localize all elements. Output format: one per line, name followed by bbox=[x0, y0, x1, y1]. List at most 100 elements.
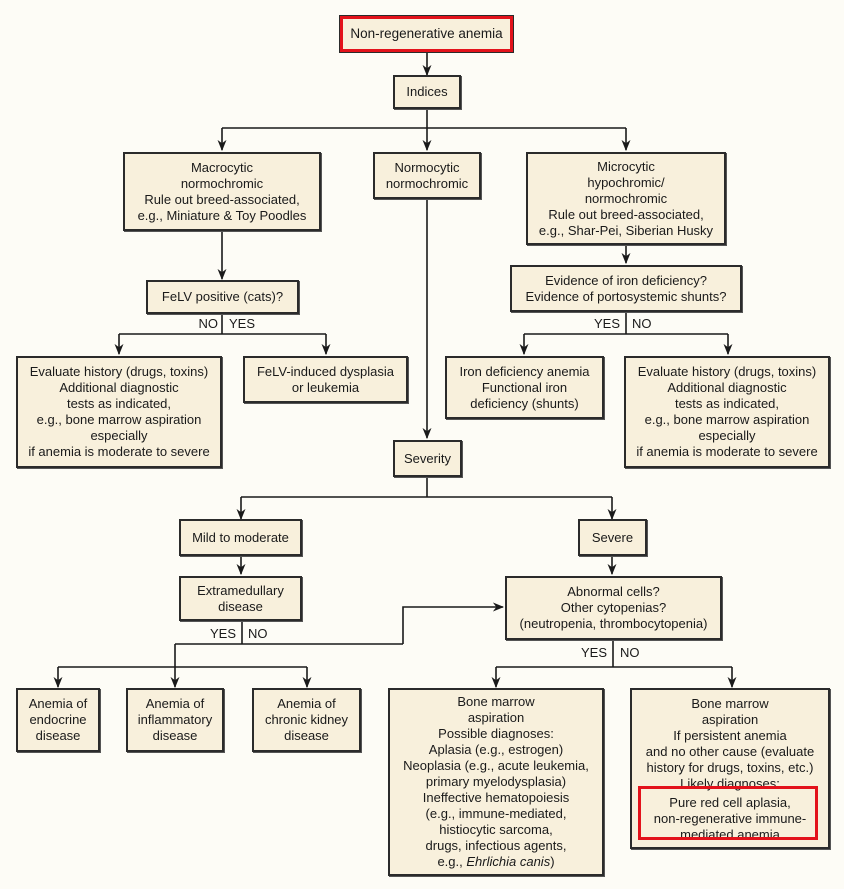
node-text: chronic kidney bbox=[264, 712, 349, 727]
node-text: Aplasia (e.g., estrogen) bbox=[428, 742, 564, 757]
node-evaluate-left: Evaluate history (drugs, toxins) Additio… bbox=[16, 356, 222, 468]
node-text: Severe bbox=[591, 529, 634, 545]
node-macrocytic: Macrocytic normochromic Rule out breed-a… bbox=[123, 152, 321, 231]
node-text: Extramedullary bbox=[197, 582, 284, 598]
node-text: Bone marrow bbox=[457, 694, 535, 709]
label-abnormal-yes: YES bbox=[580, 645, 607, 660]
node-text: Additional diagnostic bbox=[59, 380, 179, 395]
node-extramedullary: Extramedullary disease bbox=[179, 576, 302, 621]
node-text: Iron deficiency anemia bbox=[459, 363, 590, 379]
node-text: Anemia of bbox=[145, 696, 205, 711]
node-text: Rule out breed-associated, bbox=[144, 191, 300, 207]
node-text: disease bbox=[284, 728, 329, 743]
node-text: Other cytopenias? bbox=[560, 600, 667, 615]
species-name: Ehrlichia canis bbox=[466, 854, 551, 869]
node-text: especially bbox=[698, 428, 756, 443]
node-text: Macrocytic bbox=[190, 159, 254, 175]
label-iron-yes: YES bbox=[593, 316, 620, 331]
node-text: Mild to moderate bbox=[192, 529, 289, 545]
node-text: FeLV-induced dysplasia bbox=[256, 363, 395, 379]
node-text: Bone marrow bbox=[691, 696, 769, 711]
node-text: (e.g., immune-mediated, bbox=[425, 806, 567, 821]
node-abnormal: Abnormal cells? Other cytopenias? (neutr… bbox=[505, 576, 722, 640]
label-felv-no: NO bbox=[198, 316, 219, 331]
label-iron-no: NO bbox=[632, 316, 652, 331]
node-text: (neutropenia, thrombocytopenia) bbox=[519, 616, 708, 631]
node-text: primary myelodysplasia) bbox=[425, 774, 567, 789]
node-text: if anemia is moderate to severe bbox=[636, 444, 818, 459]
node-text: disease bbox=[152, 728, 198, 743]
label-abnormal-no: NO bbox=[620, 645, 640, 660]
node-text: histiocytic sarcoma, bbox=[439, 822, 553, 837]
node-text: hypochromic/ bbox=[587, 174, 665, 190]
node-text: or leukemia bbox=[291, 379, 360, 395]
node-text: Indices bbox=[406, 84, 448, 99]
node-endocrine: Anemia of endocrine disease bbox=[16, 688, 100, 752]
node-text: Evidence of iron deficiency? bbox=[545, 272, 707, 288]
node-text: normochromic bbox=[385, 175, 469, 191]
node-text: Ineffective hematopoiesis bbox=[422, 790, 570, 805]
node-bone-marrow-no: Bone marrow aspiration If persistent ane… bbox=[630, 688, 830, 849]
text-suffix: ) bbox=[550, 854, 555, 869]
node-iron-deficiency: Iron deficiency anemia Functional iron d… bbox=[445, 356, 604, 419]
node-text: Evaluate history (drugs, toxins) bbox=[29, 364, 209, 379]
node-text: Possible diagnoses: bbox=[438, 726, 554, 741]
node-text: Normocytic bbox=[394, 159, 460, 175]
node-text: e.g., bone marrow aspiration bbox=[36, 412, 202, 427]
node-text: especially bbox=[90, 428, 148, 443]
node-text: normochromic bbox=[584, 190, 668, 206]
node-text: Anemia of bbox=[277, 696, 336, 711]
node-text: Non-regenerative anemia bbox=[350, 26, 503, 41]
node-text: Rule out breed-associated, bbox=[548, 206, 704, 222]
node-text: Abnormal cells? bbox=[567, 584, 660, 599]
node-text: Microcytic bbox=[597, 158, 655, 174]
node-normocytic: Normocytic normochromic bbox=[373, 152, 481, 199]
node-text: Anemia of bbox=[28, 696, 88, 711]
node-severity: Severity bbox=[393, 440, 462, 477]
node-text: Evaluate history (drugs, toxins) bbox=[637, 364, 817, 379]
node-text: if anemia is moderate to severe bbox=[28, 444, 210, 459]
node-indices: Indices bbox=[393, 75, 461, 109]
node-text: drugs, infectious agents, bbox=[425, 838, 567, 853]
edge-extra-no bbox=[402, 602, 505, 644]
label-felv-yes: YES bbox=[229, 316, 256, 331]
node-text: Evidence of portosystemic shunts? bbox=[525, 288, 727, 304]
node-microcytic: Microcytic hypochromic/ normochromic Rul… bbox=[526, 152, 726, 245]
node-text: tests as indicated, bbox=[66, 396, 172, 411]
node-text: aspiration bbox=[701, 712, 759, 727]
node-text: If persistent anemia bbox=[673, 728, 787, 743]
node-text: history for drugs, toxins, etc.) bbox=[646, 760, 814, 775]
node-text: e.g., Miniature & Toy Poodles bbox=[137, 207, 307, 223]
node-felv-question: FeLV positive (cats)? bbox=[146, 280, 299, 314]
label-extra-yes: YES bbox=[209, 626, 236, 641]
node-inflammatory: Anemia of inflammatory disease bbox=[126, 688, 224, 752]
highlight-text: Pure red cell aplasia, bbox=[669, 795, 791, 810]
node-text: disease bbox=[218, 598, 263, 614]
node-text: FeLV positive (cats)? bbox=[161, 289, 284, 304]
node-text: disease bbox=[35, 728, 81, 743]
node-text: e.g., Shar-Pei, Siberian Husky bbox=[538, 222, 714, 238]
node-text: e.g., bone marrow aspiration bbox=[644, 412, 810, 427]
node-text-last: e.g., Ehrlichia canis) bbox=[437, 854, 554, 870]
highlight-text: non-regenerative immune- bbox=[653, 811, 807, 826]
node-text: tests as indicated, bbox=[674, 396, 780, 411]
node-text: Severity bbox=[404, 450, 451, 466]
node-text: inflammatory bbox=[137, 712, 213, 727]
node-iron-question: Evidence of iron deficiency? Evidence of… bbox=[510, 265, 742, 312]
node-text: deficiency (shunts) bbox=[470, 395, 579, 411]
node-text: Additional diagnostic bbox=[667, 380, 787, 395]
label-extra-no: NO bbox=[248, 626, 268, 641]
node-severe: Severe bbox=[578, 519, 647, 556]
node-text: Neoplasia (e.g., acute leukemia, bbox=[403, 758, 589, 773]
node-text: aspiration bbox=[467, 710, 525, 725]
node-bone-marrow-yes: Bone marrow aspiration Possible diagnose… bbox=[388, 688, 604, 876]
node-text: and no other cause (evaluate bbox=[645, 744, 815, 759]
highlight-frame bbox=[638, 786, 818, 840]
node-text: normochromic bbox=[180, 175, 264, 191]
node-felv-induced: FeLV-induced dysplasia or leukemia bbox=[243, 356, 408, 403]
node-root: Non-regenerative anemia bbox=[339, 15, 514, 53]
node-evaluate-right: Evaluate history (drugs, toxins) Additio… bbox=[624, 356, 830, 468]
text-prefix: e.g., bbox=[437, 854, 467, 869]
node-kidney: Anemia of chronic kidney disease bbox=[252, 688, 361, 752]
